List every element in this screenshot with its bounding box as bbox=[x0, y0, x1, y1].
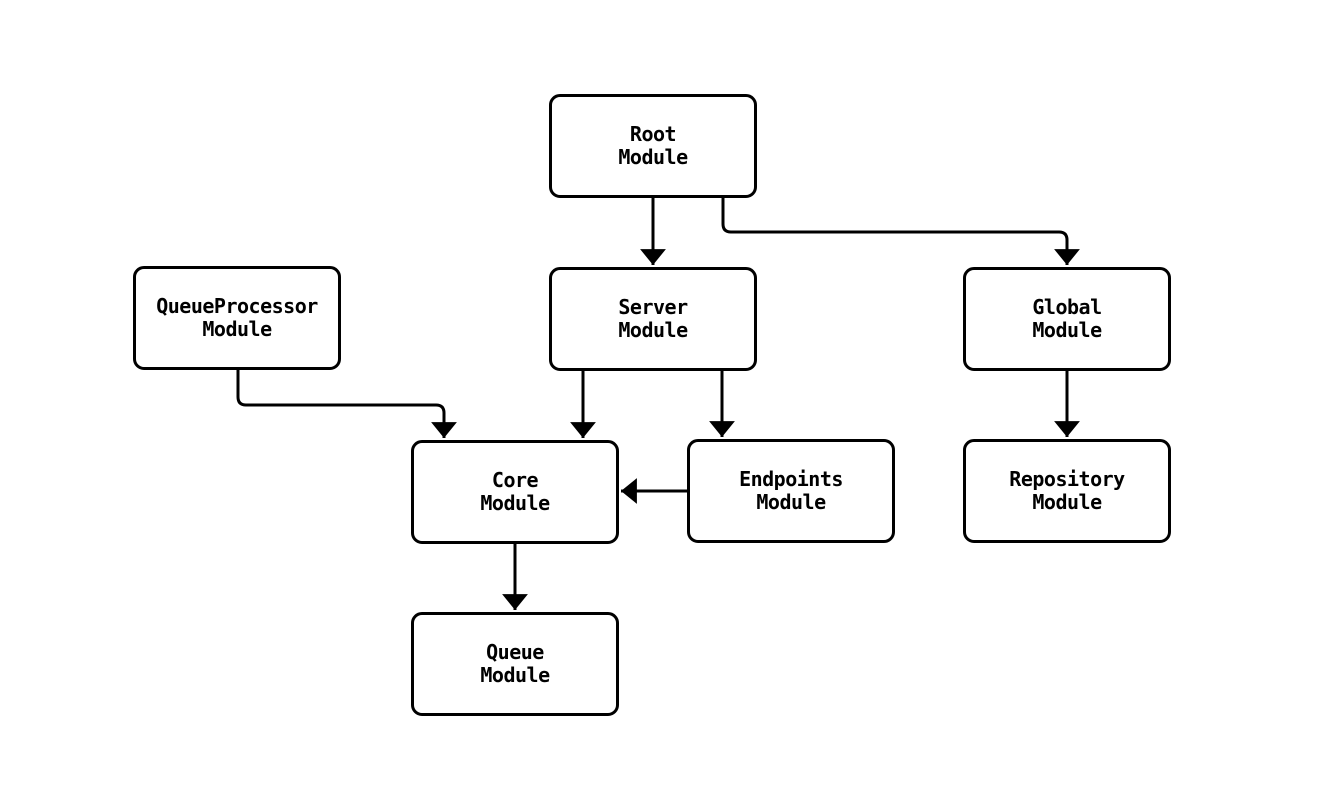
node-core-module-label: Core Module bbox=[480, 468, 550, 515]
node-endpoints-module: Endpoints Module bbox=[687, 439, 895, 543]
node-queueprocessor-module-label: QueueProcessor Module bbox=[156, 294, 318, 341]
node-root-module: Root Module bbox=[549, 94, 757, 198]
node-queueprocessor-module: QueueProcessor Module bbox=[133, 266, 341, 370]
node-server-module: Server Module bbox=[549, 267, 757, 371]
node-queue-module: Queue Module bbox=[411, 612, 619, 716]
node-global-module: Global Module bbox=[963, 267, 1171, 371]
edge-queueprocessor-to-core bbox=[236, 370, 457, 438]
node-core-module: Core Module bbox=[411, 440, 619, 544]
node-repository-module: Repository Module bbox=[963, 439, 1171, 543]
node-queue-module-label: Queue Module bbox=[480, 640, 550, 687]
node-repository-module-label: Repository Module bbox=[1009, 467, 1125, 514]
edge-root-to-global bbox=[721, 198, 1080, 265]
node-root-module-label: Root Module bbox=[618, 122, 688, 169]
node-server-module-label: Server Module bbox=[618, 295, 688, 342]
node-global-module-label: Global Module bbox=[1032, 295, 1102, 342]
node-endpoints-module-label: Endpoints Module bbox=[739, 467, 843, 514]
